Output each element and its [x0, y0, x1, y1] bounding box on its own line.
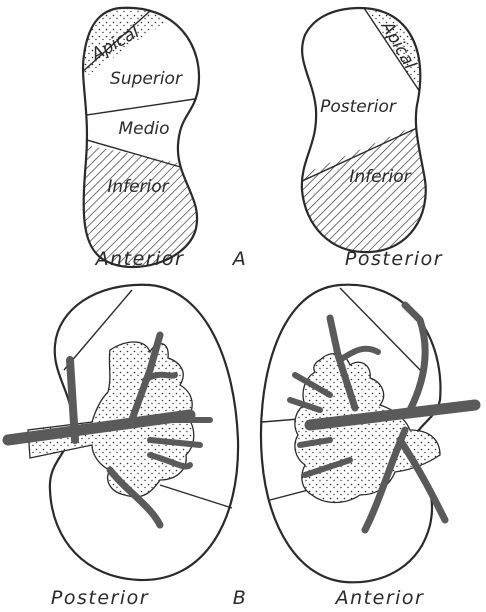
renal-artery-branch: [70, 360, 75, 440]
medio-label: Medio: [118, 119, 169, 139]
superior-label: Superior: [110, 69, 183, 89]
segment-divider: [340, 288, 425, 375]
anterior-caption-a: Anterior: [94, 248, 185, 270]
kidney-posterior-b: [8, 285, 238, 580]
panel-letter-b: B: [233, 587, 248, 609]
anterior-caption-b: Anterior: [334, 587, 425, 609]
posterior-caption-b: Posterior: [51, 587, 149, 609]
inferior-label: Inferior: [107, 177, 169, 197]
kidney-posterior-a: Apical Posterior Inferior: [290, 0, 440, 270]
kidney-anterior-a: Apical Superior Medio Inferior: [60, 0, 240, 290]
panel-letter-a: A: [231, 248, 248, 270]
posterior-label: Posterior: [320, 97, 397, 117]
renal-vein-branch: [340, 349, 378, 360]
segment-divider: [160, 485, 232, 508]
kidney-anterior-b: [261, 285, 475, 583]
posterior-caption-a: Posterior: [345, 248, 443, 270]
inferior-label: Inferior: [349, 167, 411, 187]
